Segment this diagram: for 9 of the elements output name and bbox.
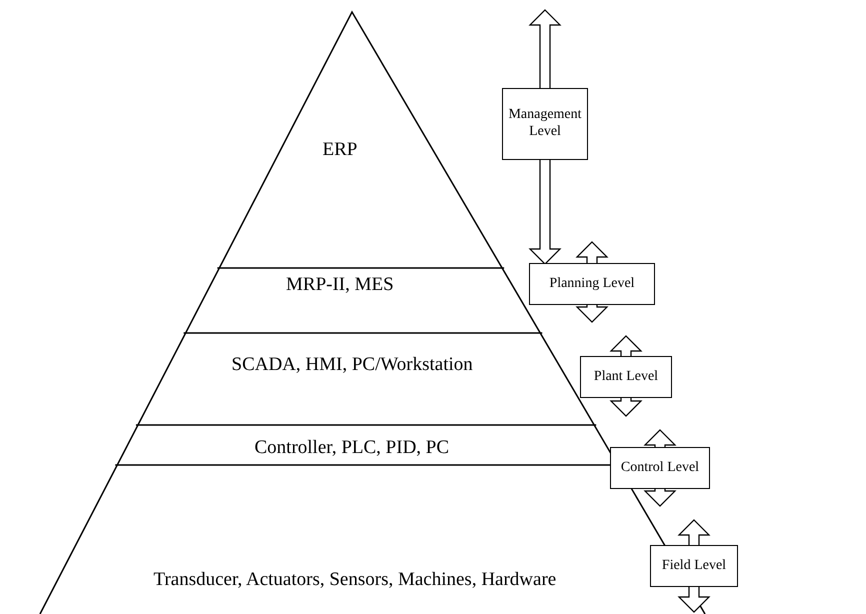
- pyramid-level-label: SCADA, HMI, PC/Workstation: [232, 354, 473, 376]
- pyramid-level-label: MRP-II, MES: [286, 274, 394, 296]
- level-box: Field Level: [650, 545, 738, 587]
- pyramid-level-label: Transducer, Actuators, Sensors, Machines, Hardware: [154, 569, 556, 591]
- pyramid-level-label: ERP: [322, 139, 358, 161]
- level-box: Planning Level: [529, 263, 655, 305]
- level-box: Management Level: [502, 88, 588, 160]
- level-box: Plant Level: [580, 356, 672, 398]
- pyramid-level-label: Controller, PLC, PID, PC: [254, 437, 450, 459]
